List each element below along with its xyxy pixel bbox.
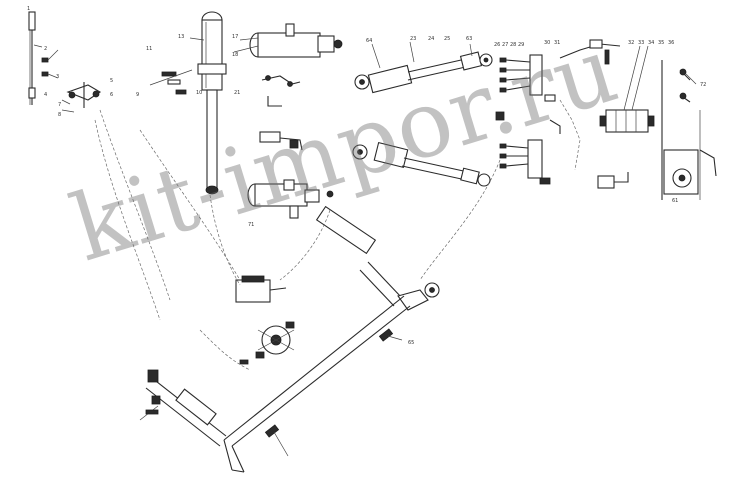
part-number-labels: 1 2 3 4 5 6 7 8 9 10 11 13 17 18 21 23 2… — [27, 6, 706, 346]
bolt-group-center — [149, 69, 193, 95]
hose-routes — [94, 109, 501, 371]
label-63: 63 — [466, 36, 472, 42]
label-29: 29 — [518, 42, 524, 48]
hydraulic-lines-right — [495, 39, 621, 171]
long-cylinder-upper — [354, 51, 493, 94]
lower-arm-cylinder — [139, 369, 227, 447]
label-27: 27 — [502, 42, 508, 48]
valve-block-upper — [499, 54, 556, 102]
label-61: 61 — [672, 198, 678, 204]
label-17: 17 — [232, 34, 238, 40]
control-valve-bottom — [235, 275, 295, 365]
label-21: 21 — [234, 90, 240, 96]
label-35: 35 — [658, 40, 664, 46]
label-11: 11 — [146, 46, 152, 52]
label-9: 9 — [136, 92, 139, 98]
lower-boom-beam — [223, 295, 411, 473]
valve-block-lower — [499, 139, 551, 185]
mount-bracket-right — [597, 60, 717, 200]
horizontal-cylinder-lower — [247, 179, 334, 219]
label-10: 10 — [196, 90, 202, 96]
label-6: 6 — [110, 92, 113, 98]
label-4: 4 — [44, 92, 47, 98]
label-72: 72 — [700, 82, 706, 88]
leader-lines — [33, 37, 697, 457]
label-26: 26 — [494, 42, 500, 48]
arm-cylinder-diagonal — [315, 205, 440, 311]
label-33: 33 — [638, 40, 644, 46]
vertical-hydraulic-cylinder — [197, 11, 227, 195]
fitting-cluster-left — [61, 82, 102, 113]
label-30: 30 — [544, 40, 550, 46]
label-2: 2 — [44, 46, 47, 52]
horizontal-cylinder-top — [233, 23, 343, 58]
label-32: 32 — [628, 40, 634, 46]
label-24: 24 — [428, 36, 434, 42]
pipe-fittings-center — [259, 75, 303, 151]
distributor-block — [599, 109, 655, 133]
label-5: 5 — [110, 78, 113, 84]
label-64: 64 — [366, 38, 372, 44]
label-23: 23 — [410, 36, 416, 42]
long-cylinder-lower — [352, 141, 491, 187]
label-8: 8 — [58, 112, 61, 118]
label-65: 65 — [408, 340, 414, 346]
label-3: 3 — [56, 74, 59, 80]
label-71: 71 — [248, 222, 254, 228]
label-36: 36 — [668, 40, 674, 46]
rod-assembly-left — [28, 11, 59, 105]
label-34: 34 — [648, 40, 654, 46]
label-28: 28 — [510, 42, 516, 48]
label-1: 1 — [27, 6, 30, 12]
label-25: 25 — [444, 36, 450, 42]
label-31: 31 — [554, 40, 560, 46]
label-18: 18 — [232, 52, 238, 58]
label-7: 7 — [58, 102, 61, 108]
label-13: 13 — [178, 34, 184, 40]
